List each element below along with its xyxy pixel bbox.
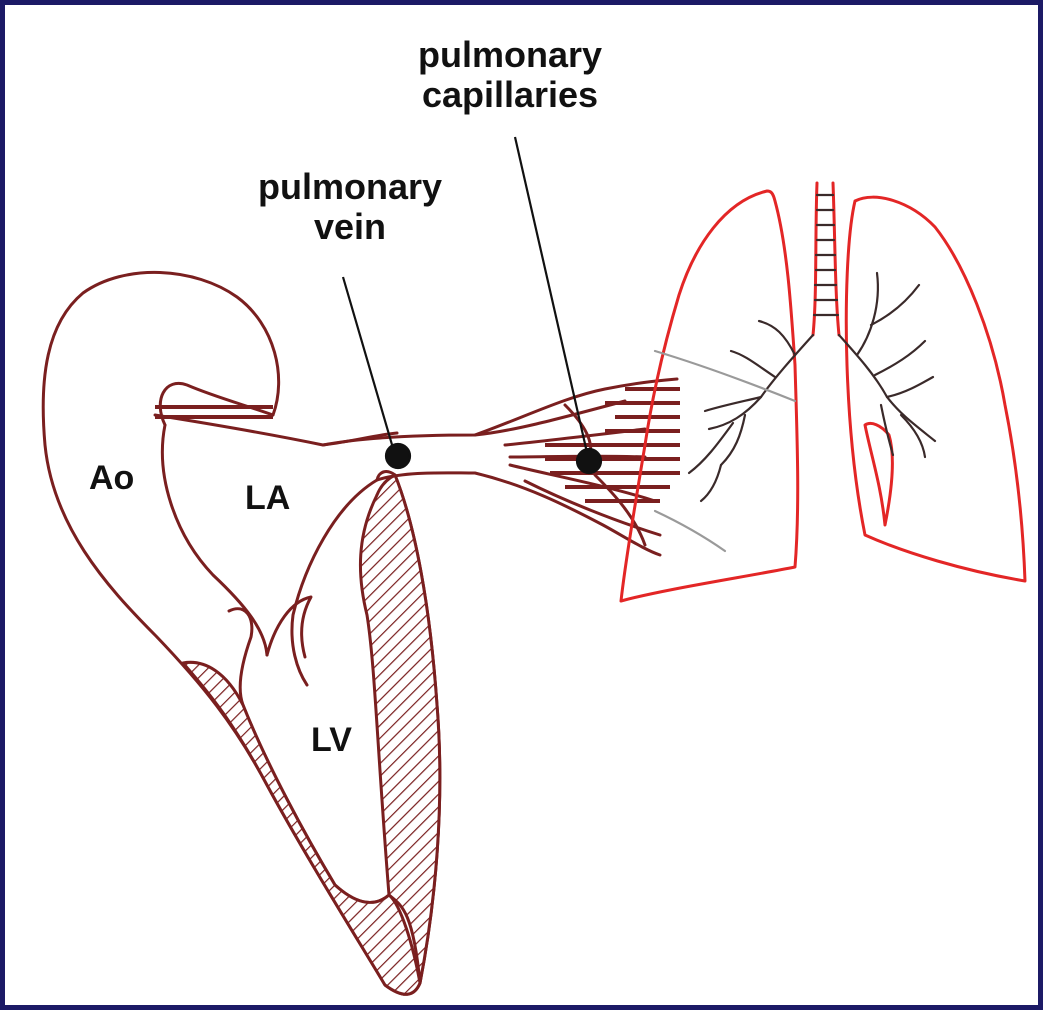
bronchial-tree [689,195,935,501]
pulmonary-vein-marker [386,444,410,468]
left-bronchus-branch-3 [705,397,761,411]
left-bronchus-branch-2 [731,351,775,377]
left-bronchus-branch-5 [689,423,733,473]
lungs [621,183,1025,601]
vein-branch-5 [525,481,660,535]
pulmonary-capillaries-label: pulmonary capillaries [390,35,630,116]
mitral-valve-leaflet-1 [267,597,311,657]
right-lung-outline [846,197,1025,581]
left-ventricle-label: LV [311,721,352,759]
pulmonary-capillaries-label-line-1: pulmonary [390,35,630,75]
pulmonary-capillaries-label-line-2: capillaries [390,75,630,115]
right-bronchus-branch-1 [857,273,878,355]
pulmonary-capillaries-marker [577,449,601,473]
pulmonary-vein-label: pulmonary vein [230,167,470,248]
left-atrium-label: LA [245,479,290,517]
pulmonary-vein-leader [343,277,395,455]
aorta-label: Ao [89,459,134,497]
right-bronchus-branch-5 [901,415,925,457]
left-bronchus-branch-1 [759,321,795,355]
right-bronchus-branch-4 [887,377,933,397]
trachea-left-wall [813,183,817,335]
right-bronchus-branch-3 [875,341,925,375]
left-bronchus-branch-6 [701,465,721,501]
diagram-frame: pulmonary capillaries pulmonary vein Ao … [5,5,1038,1005]
pulmonary-capillaries-leader [515,137,588,457]
right-main-bronchus [839,335,935,441]
pulmonary-vein-label-line-2: vein [230,207,470,247]
pulmonary-vein-label-line-1: pulmonary [230,167,470,207]
trachea-right-wall [833,183,839,335]
fissure-lower [655,511,725,551]
heart-lung-diagram [5,5,1038,1005]
